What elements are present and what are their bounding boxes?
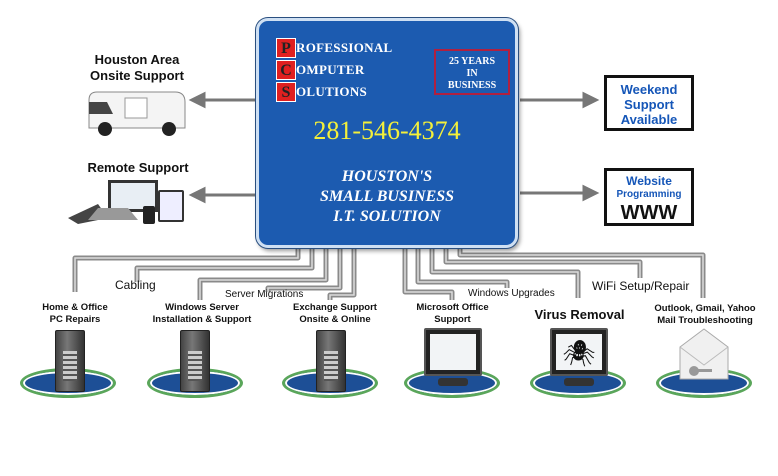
windows-upgrades-label: Windows Upgrades [468,288,555,299]
arrows [188,91,600,204]
virus-removal-label: Virus Removal [534,307,625,322]
remote-support-label: Remote Support [87,160,189,175]
phone-number[interactable]: 281-546-4374 [313,116,461,145]
devices-icon [68,180,184,224]
van-icon [88,91,186,136]
monitor-icon [424,328,482,386]
monitor-virus-icon: 🕷 [550,328,608,386]
server-icon [180,330,210,392]
server-icon [55,330,85,392]
bug-icon: 🕷 [556,334,602,370]
wifi-label: WiFi Setup/Repair [592,279,690,293]
cabling-label: Cabling [115,278,156,292]
server-migrations-label: Server Migrations [225,289,304,300]
www-icon: WWW [620,202,678,224]
server-icon [316,330,346,392]
envelope-key-icon [679,328,729,380]
